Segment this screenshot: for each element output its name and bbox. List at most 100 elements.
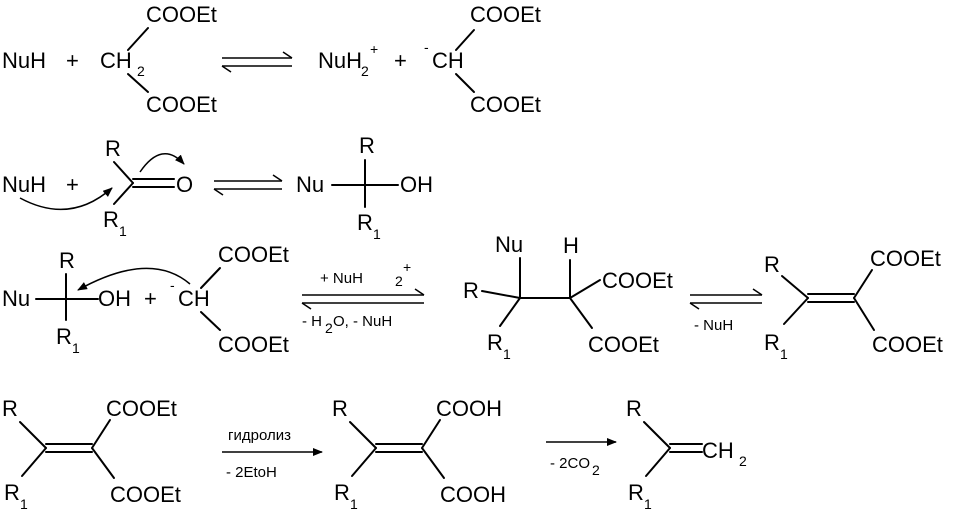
r-label: R	[764, 252, 780, 277]
r1-label: R	[357, 210, 373, 235]
subscript-1: 1	[72, 340, 80, 356]
h-label: H	[563, 233, 579, 258]
r1-label: R	[4, 480, 20, 505]
charge-minus: -	[170, 277, 175, 293]
subscript-1: 1	[644, 496, 652, 512]
plus-sign: +	[144, 286, 157, 311]
alkene-product: R R 1 CH 2	[626, 396, 747, 512]
nu-label: Nu	[495, 232, 523, 257]
o-label: O	[176, 172, 193, 197]
plus-sign: +	[394, 48, 407, 73]
r1-label: R	[103, 207, 119, 232]
bond	[569, 297, 593, 329]
cooet-label: COOEt	[872, 332, 943, 357]
row4-hydrolysis-decarboxylation: R R 1 COOEt COOEt гидролиз - 2EtoH R R 1	[2, 396, 747, 512]
subscript-2: 2	[325, 320, 333, 336]
reaction-arrow-decarboxylation: - 2CO 2	[546, 438, 617, 478]
cooet-label: COOEt	[106, 396, 177, 421]
bond	[643, 421, 671, 449]
subscript-2: 2	[739, 453, 747, 469]
bond	[455, 29, 475, 51]
curved-arrow	[139, 153, 185, 173]
nuh-label: NuH	[2, 172, 46, 197]
r-label: R	[626, 396, 642, 421]
charge-minus: -	[424, 39, 429, 55]
nuh-label: NuH	[2, 48, 46, 73]
curved-arrow	[19, 187, 113, 211]
bond	[645, 447, 671, 477]
protonated-nucleophile: NuH 2 +	[318, 41, 378, 79]
condition-below: - NuH	[694, 317, 733, 334]
cooet-label: COOEt	[602, 268, 673, 293]
nu-label: Nu	[2, 286, 30, 311]
bond	[200, 267, 221, 289]
bond	[569, 279, 601, 299]
r1-label: R	[487, 330, 503, 355]
subscript-1: 1	[780, 346, 788, 362]
bond	[499, 297, 521, 327]
plus-sign: +	[66, 172, 79, 197]
r1-label: R	[628, 480, 644, 505]
r1-label: R	[56, 324, 72, 349]
ch2-label: CH	[702, 438, 734, 463]
condition-below: - H	[302, 313, 322, 330]
alkylidene-malonate: R R 1 COOEt COOEt	[764, 246, 943, 362]
bond	[91, 419, 111, 449]
equilibrium-arrow-with-conditions: - NuH	[689, 288, 763, 334]
row1-malonate-deprotonation: NuH + COOEt CH 2 COOEt NuH 2 + + - CH	[2, 2, 541, 117]
subscript-1: 1	[119, 223, 127, 239]
bond	[91, 447, 115, 479]
cooet-label: COOEt	[470, 92, 541, 117]
cooet-label: COOEt	[218, 242, 289, 267]
charge-plus: +	[403, 259, 411, 275]
diethyl-malonate: COOEt CH 2 COOEt	[100, 2, 217, 117]
cooet-label: COOEt	[870, 246, 941, 271]
subscript-1: 1	[373, 226, 381, 242]
addition-product: Nu R R 1 H COOEt COOEt	[463, 232, 673, 362]
tetrahedral-adduct: Nu R R 1 OH	[296, 133, 433, 242]
nuh2-label: NuH	[318, 48, 362, 73]
bond	[349, 421, 377, 449]
malonate-anion: - CH COOEt COOEt	[424, 2, 541, 117]
nu-label: Nu	[296, 172, 324, 197]
subscript-2: 2	[137, 63, 145, 79]
oh-label: OH	[98, 286, 131, 311]
ch-label: CH	[432, 48, 464, 73]
malonate-anion: - CH COOEt COOEt	[170, 242, 289, 357]
bond	[455, 73, 475, 93]
subscript-2: 2	[361, 63, 369, 79]
bond	[781, 275, 809, 299]
bond	[127, 27, 149, 51]
ch-label: CH	[178, 286, 210, 311]
charge-plus: +	[370, 41, 378, 57]
row3-condensation: Nu R R 1 OH + - CH COOEt COOEt + NuH 2 +	[2, 232, 943, 362]
bond	[421, 447, 445, 479]
equilibrium-arrow-with-conditions: + NuH 2 + - H 2 O, - NuH	[301, 259, 425, 336]
subscript-1: 1	[350, 496, 358, 512]
bond	[421, 419, 441, 449]
r-label: R	[2, 396, 18, 421]
plus-sign: +	[66, 48, 79, 73]
bond	[351, 447, 377, 477]
ch-label: CH	[100, 48, 132, 73]
bond	[853, 269, 873, 299]
cooet-label: COOEt	[218, 332, 289, 357]
r-label: R	[59, 248, 75, 273]
r-label: R	[332, 396, 348, 421]
cooet-label: COOEt	[146, 2, 217, 27]
curved-arrow	[77, 267, 191, 291]
bond	[19, 421, 47, 449]
bond	[783, 297, 809, 325]
subscript-1: 1	[503, 346, 511, 362]
subscript-2: 2	[395, 273, 403, 289]
condition-above: + NuH	[320, 270, 363, 287]
r-label: R	[359, 133, 375, 158]
condition-below: - 2CO	[550, 455, 590, 472]
carbonyl-compound: R R 1 O	[103, 136, 193, 239]
condition-below-rest: O, - NuH	[333, 313, 392, 330]
subscript-2: 2	[592, 462, 600, 478]
equilibrium-arrow	[221, 51, 293, 73]
r-label: R	[463, 278, 479, 303]
bond	[113, 161, 134, 184]
